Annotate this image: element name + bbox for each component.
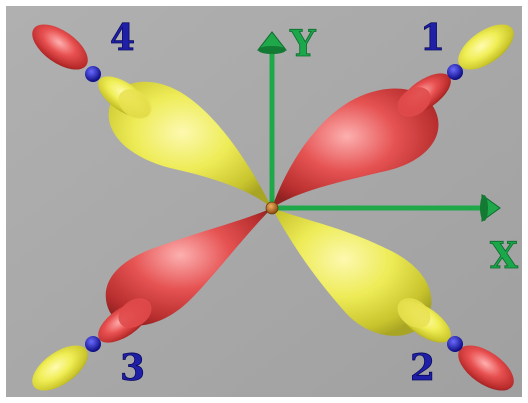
central-atom <box>266 202 278 214</box>
atom-label-4: 4 <box>110 17 135 59</box>
atom-label-1: 1 <box>420 17 445 59</box>
x-axis-label: X <box>490 235 518 277</box>
atom-label-2: 2 <box>410 347 435 389</box>
ligand-atom-3 <box>85 336 101 352</box>
atom-label-3: 3 <box>120 347 145 389</box>
y-axis-label: Y <box>289 23 317 65</box>
ligand-atom-2 <box>447 336 463 352</box>
ligand-atom-4 <box>85 66 101 82</box>
ligand-atom-1 <box>447 64 463 80</box>
